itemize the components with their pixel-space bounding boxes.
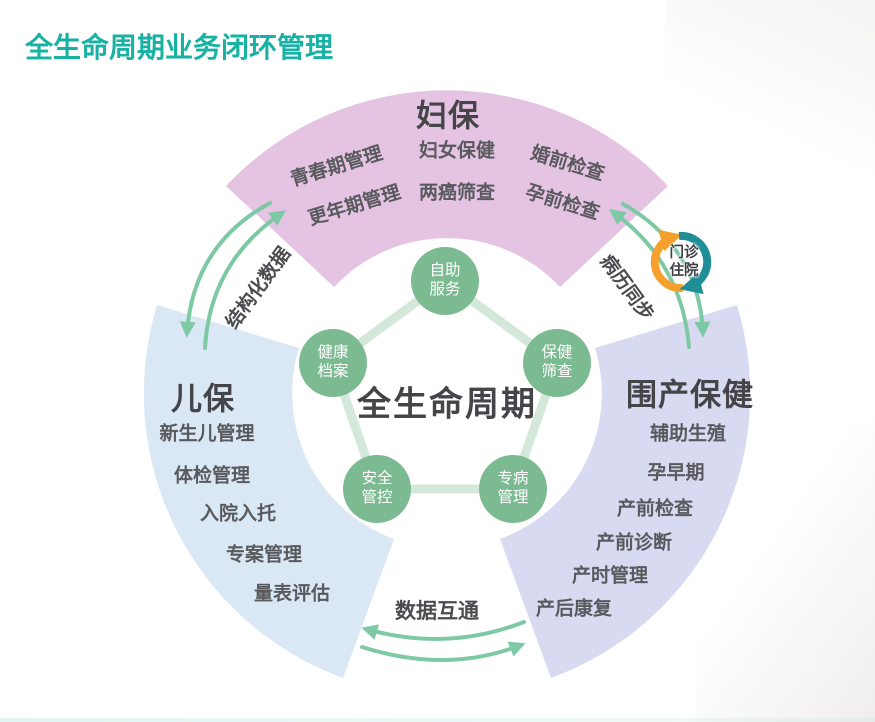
sector-women-item: 妇女保健 (418, 140, 496, 162)
sector-child-item: 量表评估 (253, 583, 331, 605)
arrow-right-down (621, 202, 711, 338)
badge-teal-arc (678, 231, 712, 295)
sector-perinatal-arc (500, 305, 751, 678)
sector-child-item: 体检管理 (173, 465, 251, 487)
sector-perinatal-item: 辅助生殖 (649, 423, 727, 445)
arrow-left-up (203, 210, 286, 350)
sector-perinatal-title: 围产保健 (626, 377, 754, 413)
sector-perinatal-item: 孕早期 (647, 462, 705, 484)
center-title: 全生命周期 (357, 385, 537, 424)
node-label: 自助服务 (429, 262, 461, 298)
arrow-left-down (179, 201, 272, 338)
sector-child-item: 新生儿管理 (159, 423, 255, 445)
arrow-bottom-left (361, 620, 526, 641)
page-shading-top-right (665, 0, 875, 230)
sector-child-title: 儿保 (171, 381, 235, 417)
node-care-screening: 保健筛查 (523, 329, 591, 397)
node-label: 保健筛查 (541, 344, 573, 380)
arrow-right-up (609, 209, 691, 349)
node-label: 安全管控 (361, 470, 393, 506)
sync-badge-line2: 住院 (669, 263, 699, 279)
link-label-data-exchange: 数据互通 (395, 600, 479, 623)
node-safety-control: 安全管控 (343, 455, 411, 523)
sector-child-item: 入院入托 (199, 503, 277, 525)
sector-women-arc (226, 90, 668, 287)
node-self-service: 自助服务 (411, 247, 479, 315)
node-health-record: 健康档案 (299, 329, 367, 397)
sync-badge (650, 229, 712, 295)
node-label: 健康档案 (317, 344, 349, 380)
sector-women-item: 两癌筛查 (418, 182, 496, 204)
node-label: 专病管理 (497, 470, 529, 506)
exchange-arrows (179, 201, 711, 662)
sync-badge-label: 门诊 住院 (670, 244, 699, 280)
sector-perinatal-item: 产时管理 (571, 565, 649, 587)
page-title: 全生命周期业务闭环管理 (25, 32, 334, 63)
node-disease-management: 专病管理 (479, 455, 547, 523)
sector-child-item: 专案管理 (225, 544, 303, 566)
sector-perinatal-item: 产后康复 (535, 598, 613, 620)
badge-orange-arc (650, 229, 684, 293)
sector-perinatal-item: 产前检查 (616, 498, 694, 520)
sector-child-arc (143, 305, 394, 678)
sector-perinatal-item: 产前诊断 (595, 532, 673, 554)
arrow-bottom-right (360, 641, 526, 662)
sync-badge-line1: 门诊 (669, 244, 699, 261)
sector-women-title: 妇保 (416, 98, 480, 134)
bottom-accent-strip (0, 718, 875, 722)
